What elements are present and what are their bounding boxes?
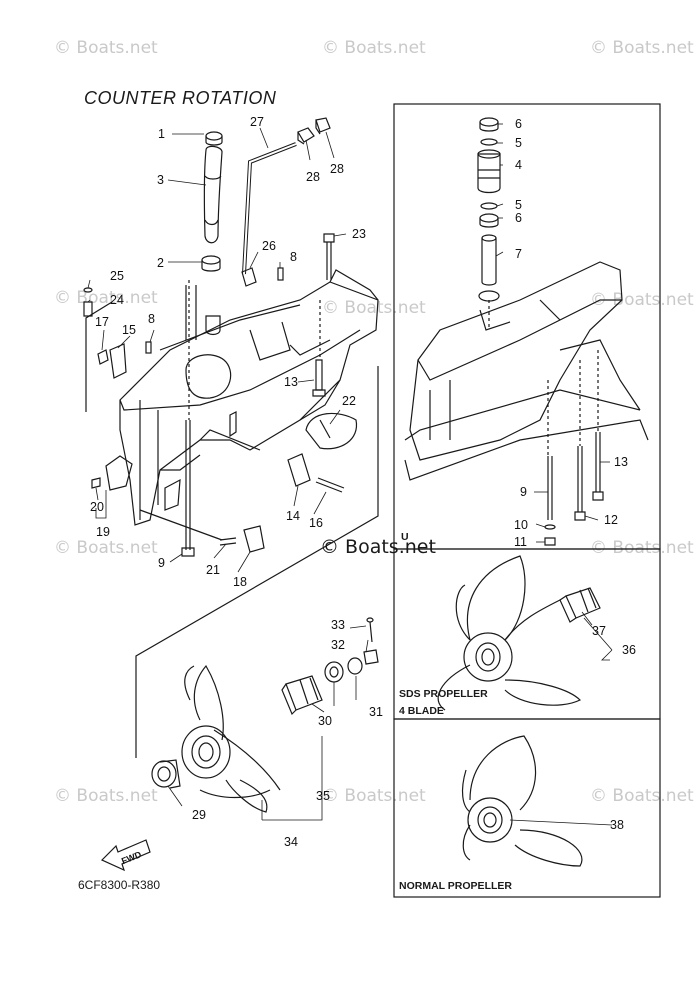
callout-17: 17 (95, 315, 109, 329)
callout-19: 19 (96, 525, 110, 539)
callout-20: 20 (90, 500, 104, 514)
callout-31: 31 (369, 705, 383, 719)
sds-hub-kit (559, 587, 601, 623)
callout-23: 23 (352, 227, 366, 241)
fwd-arrow (100, 839, 151, 872)
callout-6: 6 (515, 117, 522, 131)
normal-propeller-panel (393, 718, 661, 898)
ref-line (85, 301, 113, 412)
callout-1: 1 (158, 127, 165, 141)
sds-blade-label: 4 BLADE (399, 705, 444, 717)
callout-25: 25 (110, 269, 124, 283)
diagram-code: 6CF8300-R380 (78, 878, 161, 892)
callout-26: 26 (262, 239, 276, 253)
watermark: © Boats.net (54, 38, 158, 58)
normal-propeller (461, 735, 583, 867)
lower-casing (119, 269, 379, 526)
callout-8: 8 (290, 250, 297, 264)
ref-line (135, 366, 379, 758)
water-tube (203, 145, 223, 244)
callout-6b: 6 (515, 211, 522, 225)
fwd-label: FWD (120, 849, 143, 866)
callout-36: 36 (622, 643, 636, 657)
callout-21: 21 (206, 563, 220, 577)
callout-2: 2 (157, 256, 164, 270)
callout-28b: 28 (330, 162, 344, 176)
callout-22: 22 (342, 394, 356, 408)
callout-11: 11 (514, 535, 527, 549)
sds-propeller (437, 555, 582, 711)
watermark: © Boats.net (590, 538, 694, 558)
variant-label: U (401, 531, 409, 543)
watermark-center: © Boats.net (320, 536, 436, 558)
watermark: © Boats.net (54, 538, 158, 558)
watermark: © Boats.net (54, 786, 158, 806)
callout-33: 33 (331, 618, 345, 632)
sds-propeller-label: SDS PROPELLER (399, 688, 488, 700)
main-propeller (181, 664, 281, 813)
callout-35: 35 (316, 789, 330, 803)
watermark: © Boats.net (322, 786, 426, 806)
watermark: © Boats.net (322, 298, 426, 318)
callout-38: 38 (610, 818, 624, 832)
callout-16: 16 (309, 516, 323, 530)
callout-4: 4 (515, 158, 522, 172)
callout-3: 3 (157, 173, 164, 187)
callout-13: 13 (284, 375, 298, 389)
callout-12: 12 (604, 513, 618, 527)
callout-7: 7 (515, 247, 522, 261)
callout-15: 15 (122, 323, 136, 337)
watermark: © Boats.net (590, 786, 694, 806)
upper-casing-u (404, 261, 649, 481)
watermark: © Boats.net (590, 38, 694, 58)
callout-32: 32 (331, 638, 345, 652)
callout-5b: 5 (515, 198, 522, 212)
sds-propeller-panel (393, 548, 661, 720)
callout-13b: 13 (614, 455, 628, 469)
callout-27: 27 (250, 115, 264, 129)
callout-8b: 8 (148, 312, 155, 326)
callout-14: 14 (286, 509, 300, 523)
callout-24: 24 (110, 293, 124, 307)
leader-lines (87, 123, 613, 826)
callout-28: 28 (306, 170, 320, 184)
watermark: © Boats.net (54, 288, 158, 308)
callout-34: 34 (284, 835, 298, 849)
callout-37: 37 (592, 624, 606, 638)
diagram-title: COUNTER ROTATION (84, 88, 277, 108)
normal-propeller-label: NORMAL PROPELLER (399, 880, 512, 892)
callout-5: 5 (515, 136, 522, 150)
callout-9b: 9 (520, 485, 527, 499)
callouts: 1 2 3 4 5 6 7 8 9 10 11 12 13 14 15 16 1… (90, 115, 636, 866)
callout-30: 30 (318, 714, 332, 728)
upper-variant-panel (393, 103, 661, 550)
callout-29: 29 (192, 808, 206, 822)
watermark: © Boats.net (322, 38, 426, 58)
callout-18: 18 (233, 575, 247, 589)
callout-9: 9 (158, 556, 165, 570)
callout-10: 10 (514, 518, 528, 532)
